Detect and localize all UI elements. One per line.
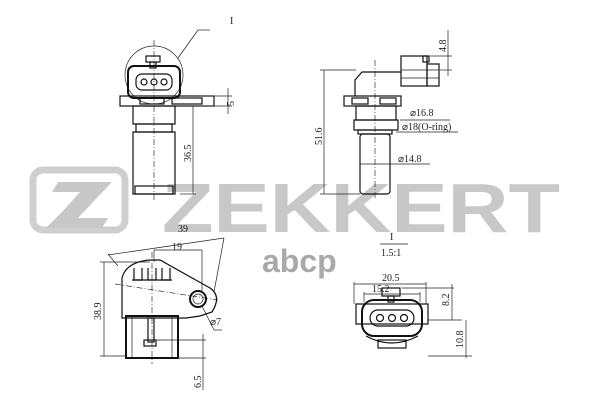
zekkert-logo-watermark — [29, 166, 129, 234]
dim-flange-thickness: 5 — [226, 101, 237, 106]
dim-d-oring: ⌀18(O-ring) — [402, 122, 451, 133]
dim-outer-width: 20.5 — [382, 273, 400, 284]
dim-hole-diameter: ⌀7 — [210, 317, 221, 328]
dim-d-tip: ⌀14.8 — [398, 154, 422, 165]
front-view — [119, 29, 232, 200]
site-watermark: abcp — [262, 243, 337, 279]
dim-connector-depth: 6.5 — [193, 376, 204, 389]
top-view — [100, 237, 225, 390]
detail-callout-label: I — [230, 16, 233, 27]
detail-scale: 1.5:1 — [381, 248, 401, 259]
brand-watermark: ZEKKERT — [162, 169, 560, 247]
dim-key-height: 8.2 — [441, 294, 452, 307]
dim-overall-length: 51.6 — [314, 128, 325, 146]
dim-body-height: 10.8 — [455, 331, 466, 349]
dim-height: 38.9 — [93, 303, 104, 321]
dim-inner-width: 15.2 — [372, 284, 390, 295]
dim-connector-offset: 4.8 — [438, 40, 449, 53]
dim-slot-offset: 19 — [172, 242, 182, 253]
dim-body-length: 36.5 — [183, 145, 194, 163]
dim-d-shoulder: ⌀16.8 — [410, 108, 434, 119]
detail-label: I — [390, 232, 393, 243]
side-view — [320, 30, 458, 200]
detail-view — [353, 243, 472, 358]
dim-hole-center-distance: 39 — [178, 224, 188, 235]
